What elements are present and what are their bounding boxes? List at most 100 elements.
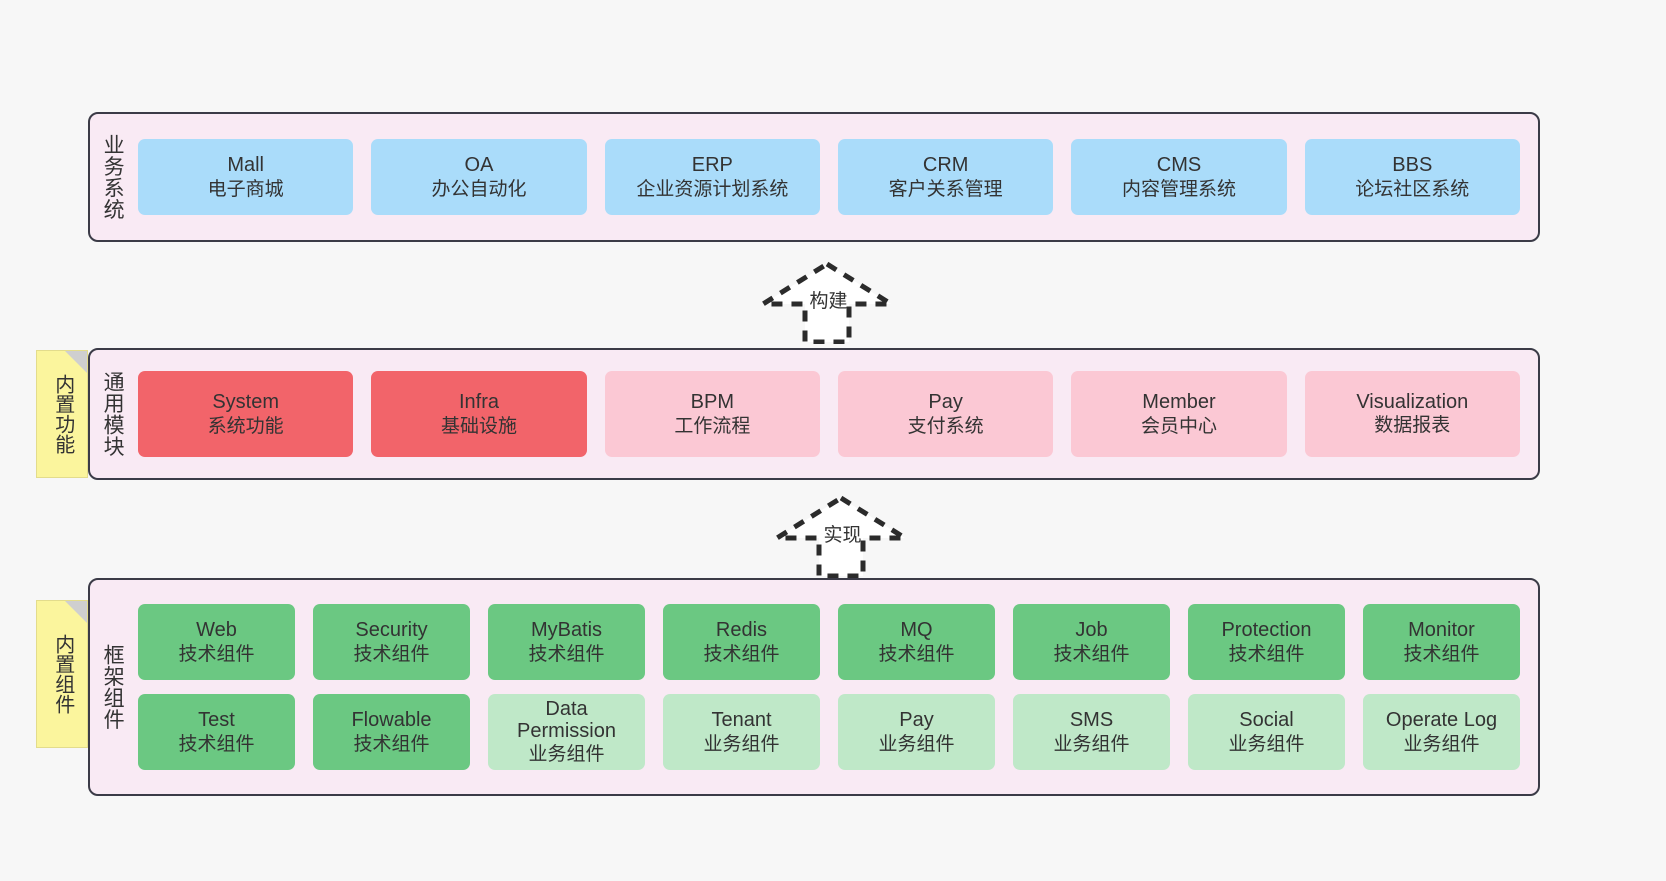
node-subtitle: 系统功能 [207, 415, 284, 437]
layer-business-title: 业务系统 [101, 134, 125, 220]
node-subtitle: 客户关系管理 [888, 178, 1003, 200]
layer-modules-title: 通用模块 [101, 371, 125, 457]
node-subtitle: 技术组件 [178, 643, 255, 665]
connector-implement-label: 实现 [823, 525, 862, 546]
node-title: OA [464, 154, 494, 177]
node-title: Member [1142, 391, 1216, 414]
node-subtitle: 支付系统 [907, 415, 984, 437]
generalization-arrow-icon [754, 261, 900, 345]
node-subtitle: 业务组件 [1228, 733, 1305, 755]
node-subtitle: 技术组件 [1403, 643, 1480, 665]
node-subtitle: 技术组件 [1228, 643, 1305, 665]
node-title: BBS [1392, 154, 1433, 177]
generalization-arrow-icon [768, 495, 914, 579]
connector-build: 构建 [754, 258, 900, 345]
node-title: Protection [1221, 619, 1312, 642]
node-title: BPM [690, 391, 734, 414]
node-title: Job [1075, 619, 1108, 642]
node-subtitle: 内容管理系统 [1121, 178, 1236, 200]
node-subtitle: 业务组件 [1053, 733, 1130, 755]
node-subtitle: 工作流程 [674, 415, 751, 437]
node-subtitle: 技术组件 [178, 733, 255, 755]
node-title: MQ [900, 619, 933, 642]
node-title: Social [1239, 709, 1294, 732]
note-builtin-features-label: 内置功能 [51, 374, 74, 454]
node-title: Operate Log [1385, 709, 1498, 732]
node-title: Mall [227, 154, 264, 177]
node-subtitle: 企业资源计划系统 [636, 178, 789, 200]
node-title: System [212, 391, 279, 414]
node-subtitle: 技术组件 [878, 643, 955, 665]
node-subtitle: 业务组件 [1403, 733, 1480, 755]
node-title: CMS [1156, 154, 1202, 177]
node-subtitle: 会员中心 [1140, 415, 1217, 437]
node-subtitle: 业务组件 [878, 733, 955, 755]
node-subtitle: 基础设施 [440, 415, 517, 437]
node-title: Monitor [1408, 619, 1475, 642]
note-builtin-features: 内置功能 [36, 350, 88, 478]
node-title: CRM [922, 154, 969, 177]
layer-framework-title: 框架组件 [101, 644, 125, 730]
connector-build-label: 构建 [809, 291, 848, 312]
node-title: Security [355, 619, 428, 642]
node-title: ERP [691, 154, 733, 177]
node-subtitle: 论坛社区系统 [1355, 178, 1470, 200]
node-subtitle: 业务组件 [528, 743, 605, 765]
note-builtin-components: 内置组件 [36, 600, 88, 748]
node-title: Redis [715, 619, 768, 642]
node-title: Visualization [1356, 391, 1469, 414]
node-title: Pay [928, 391, 963, 414]
node-title: Web [196, 619, 237, 642]
node-subtitle: 技术组件 [1053, 643, 1130, 665]
node-title: MyBatis [530, 619, 603, 642]
node-subtitle: 技术组件 [353, 733, 430, 755]
node-title: SMS [1069, 709, 1114, 732]
node-title: Flowable [351, 709, 432, 732]
node-subtitle: 电子商城 [207, 178, 284, 200]
node-subtitle: 技术组件 [353, 643, 430, 665]
connector-implement: 实现 [768, 492, 914, 579]
node-subtitle: 技术组件 [528, 643, 605, 665]
node-title: Pay [899, 709, 934, 732]
node-subtitle: 数据报表 [1374, 414, 1451, 436]
node-subtitle: 业务组件 [703, 733, 780, 755]
